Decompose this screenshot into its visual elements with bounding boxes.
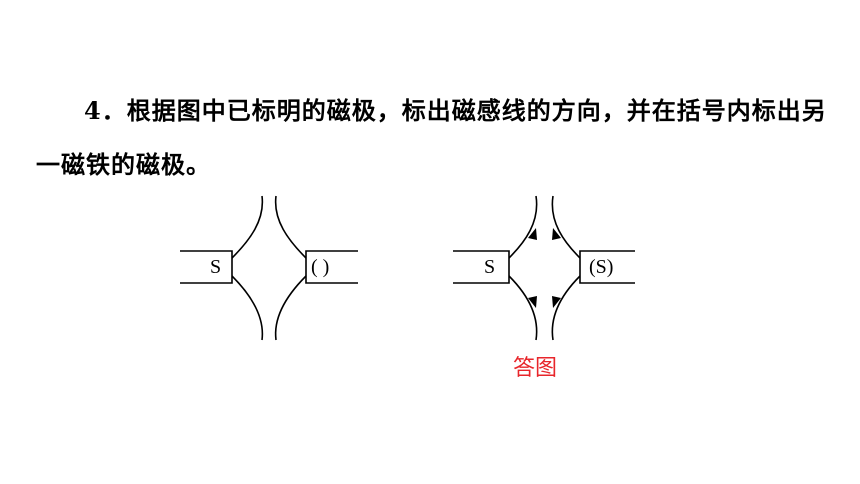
right-magnet-pole-label: ( ) [311,256,330,278]
field-line-left-bottom [231,275,264,341]
answer-left-magnet-pole-label: S [484,256,496,278]
figure-right [453,195,635,341]
answer-right-magnet-pole-label: (S) [589,256,614,278]
answer-left-magnet-outline [453,250,510,284]
arrow-bottom-right [552,296,561,308]
question-text: 4．根据图中已标明的磁极，标出磁感线的方向，并在括号内标出另一磁铁的磁极。 [36,84,836,192]
field-line-right-bottom [274,275,307,341]
question-body: 根据图中已标明的磁极，标出磁感线的方向，并在括号内标出另一磁铁的磁极。 [36,96,827,179]
answer-field-line-left-top [508,195,538,259]
arrow-top-left [528,228,537,240]
question-number: 4． [84,96,127,125]
field-line-right-top [274,195,307,259]
answer-arrows [528,228,561,308]
arrow-top-right [552,228,561,240]
answer-right-magnet-outline [579,250,635,284]
right-magnet-outline [305,250,358,284]
answer-figure-caption: 答图 [513,356,558,381]
answer-field-line-right-bottom [551,275,581,341]
answer-field-line-left-bottom [508,275,538,341]
answer-field-line-right-top [551,195,581,259]
field-line-left-top [231,195,264,259]
figure-left [180,195,358,341]
arrow-bottom-left [528,296,537,308]
left-magnet-pole-label: S [210,256,222,278]
left-magnet-outline [180,250,233,284]
